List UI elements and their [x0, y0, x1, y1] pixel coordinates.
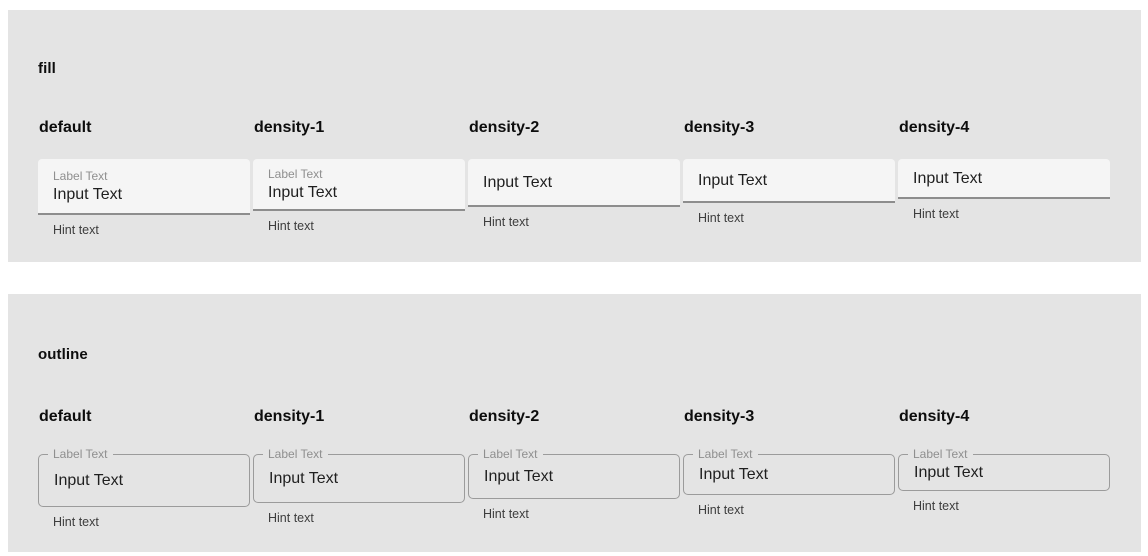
field-label: Label Text: [908, 448, 973, 461]
field-label: Label Text: [263, 448, 328, 461]
column-header: default: [39, 119, 92, 136]
column-header: density-1: [254, 408, 325, 425]
field-hint: Hint text: [268, 511, 314, 525]
field-input-text: Input Text: [483, 173, 553, 191]
column-header: density-3: [684, 408, 755, 425]
field-label: Label Text: [48, 448, 113, 461]
text-field-fill-density-4[interactable]: Input Text: [898, 159, 1110, 199]
field-hint: Hint text: [913, 499, 959, 513]
column-header: density-2: [469, 119, 540, 136]
field-hint: Hint text: [53, 223, 99, 237]
column-header: default: [39, 408, 92, 425]
column-header: density-3: [684, 119, 755, 136]
field-input-text: Input Text: [914, 464, 984, 481]
section-title-fill: fill: [38, 60, 56, 77]
column-header: density-4: [899, 408, 970, 425]
field-hint: Hint text: [268, 219, 314, 233]
field-input-text: Input Text: [54, 472, 124, 489]
field-label: Label Text: [268, 166, 323, 181]
field-hint: Hint text: [698, 503, 744, 517]
field-hint: Hint text: [483, 215, 529, 229]
field-hint: Hint text: [483, 507, 529, 521]
text-field-fill-density-2[interactable]: Input Text: [468, 159, 680, 207]
column-header: density-4: [899, 119, 970, 136]
field-hint: Hint text: [913, 207, 959, 221]
column-header: density-2: [469, 408, 540, 425]
field-hint: Hint text: [698, 211, 744, 225]
column-header: density-1: [254, 119, 325, 136]
field-input-text: Input Text: [53, 185, 123, 203]
field-input-text: Input Text: [913, 169, 983, 187]
field-input-text: Input Text: [698, 171, 768, 189]
field-input-text: Input Text: [484, 468, 554, 485]
field-input-text: Input Text: [269, 470, 339, 487]
section-title-outline: outline: [38, 346, 88, 363]
text-field-fill-density-3[interactable]: Input Text: [683, 159, 895, 203]
field-hint: Hint text: [53, 515, 99, 529]
field-input-text: Input Text: [699, 466, 769, 483]
field-label: Label Text: [53, 168, 108, 183]
field-input-text: Input Text: [268, 183, 338, 201]
field-label: Label Text: [693, 448, 758, 461]
field-label: Label Text: [478, 448, 543, 461]
